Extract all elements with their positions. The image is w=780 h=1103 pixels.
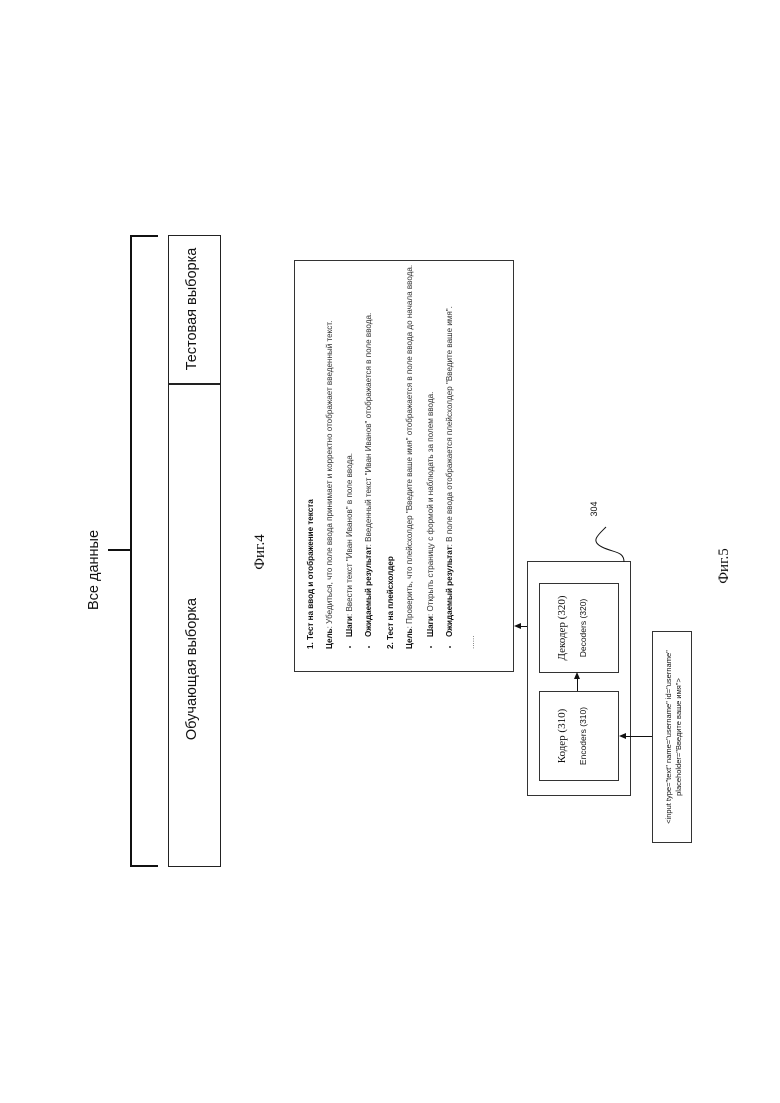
encoder-to-decoder-arrow (577, 678, 578, 691)
input-to-encoder-arrowhead (619, 733, 626, 739)
encoder-to-decoder-arrowhead (574, 672, 580, 679)
bracket-center-tick (108, 549, 132, 551)
test-cases-ellipsis: ...... (468, 275, 476, 649)
all-data-bracket (130, 235, 132, 867)
input-to-encoder-arrow (625, 736, 652, 737)
system-to-tests-arrowhead (514, 623, 521, 629)
test-cases-panel: 1. Тест на ввод и отображение текста Цел… (294, 260, 514, 672)
reference-number-304: 304 (589, 497, 603, 521)
fig5-caption: Фиг.5 (716, 536, 736, 596)
test-case-1-title: 1. Тест на ввод и отображение текста (307, 275, 315, 649)
training-set-label: Обучающая выборка (184, 579, 204, 759)
test-case-1-goal: Цель: Убедиться, что поле ввода принимае… (326, 275, 334, 649)
test-case-2-list: Шаги: Открыть страницу с формой и наблюд… (427, 275, 454, 649)
bracket-bottom-tick (130, 865, 158, 867)
system-to-tests-arrow (520, 626, 527, 627)
decoder-subtitle: Decoders (320) (578, 583, 594, 673)
test-set-label: Тестовая выборка (184, 234, 204, 384)
decoder-title: Декодер (320) (556, 583, 572, 673)
test-case-2-steps: Шаги: Открыть страницу с формой и наблюд… (427, 275, 435, 637)
test-case-2-title: 2. Тест на плейсхолдер (387, 275, 395, 649)
test-case-1-expected: Ожидаемый результат: Введенный текст "Ив… (365, 275, 373, 637)
bracket-top-tick (130, 235, 158, 237)
test-cases-content: 1. Тест на ввод и отображение текста Цел… (295, 261, 514, 672)
input-code-line-2: placeholder="Введите ваше имя"> (674, 637, 686, 837)
test-case-2-goal: Цель: Проверить, что плейсхолдер "Введит… (406, 275, 414, 649)
encoder-title: Кодер (310) (556, 691, 572, 781)
test-case-2-expected: Ожидаемый результат: В поле ввода отобра… (446, 275, 454, 637)
fig4-caption: Фиг.4 (252, 522, 272, 582)
test-case-1-list: Шаги: Ввести текст "Иван Иванов" в поле … (346, 275, 373, 649)
encoder-subtitle: Encoders (310) (578, 691, 594, 781)
all-data-label: Все данные (86, 520, 106, 620)
test-case-1-steps: Шаги: Ввести текст "Иван Иванов" в поле … (346, 275, 354, 637)
